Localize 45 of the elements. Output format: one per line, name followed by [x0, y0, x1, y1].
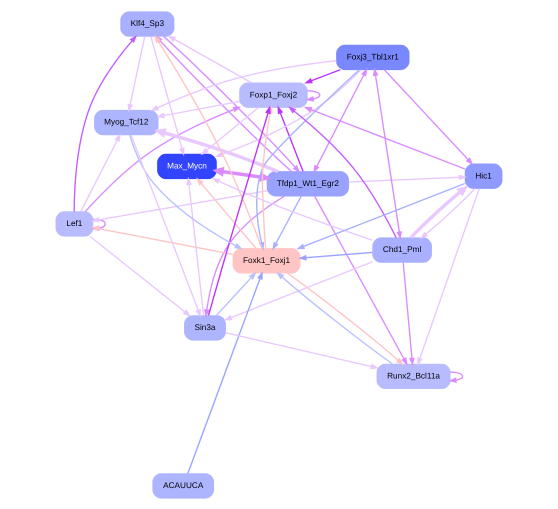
arrow [276, 271, 393, 364]
arrow [278, 105, 304, 172]
arrow [90, 235, 192, 316]
arrow [127, 36, 146, 112]
arrow [212, 166, 272, 182]
arrow [216, 271, 256, 316]
arrow [154, 128, 278, 173]
arrow [224, 260, 373, 320]
arrow [90, 190, 268, 222]
arrow [306, 90, 320, 102]
arrow [204, 195, 285, 318]
arrow [84, 106, 242, 212]
arrow [384, 68, 474, 165]
arrow [156, 100, 240, 118]
arrow [80, 132, 121, 212]
arrow [196, 176, 257, 248]
arrow [167, 34, 252, 83]
arrow [208, 105, 271, 316]
arrow [150, 60, 337, 111]
arrow [225, 332, 379, 369]
arrow [130, 134, 201, 317]
arrow [296, 182, 466, 249]
arrow [304, 106, 466, 170]
arrow [74, 34, 138, 212]
arrow [200, 106, 259, 155]
arrow [420, 188, 476, 239]
arrow [348, 174, 467, 182]
arrow [150, 36, 185, 156]
arrow [372, 67, 402, 240]
arrow [288, 106, 397, 238]
arrow [214, 68, 362, 157]
arrow [212, 178, 373, 240]
arrow [186, 176, 204, 316]
arrow [448, 370, 464, 382]
arrow [410, 184, 468, 238]
arrow [402, 262, 415, 366]
arrow [129, 134, 243, 249]
arrow [287, 272, 404, 365]
arrow [272, 195, 302, 250]
arrow [304, 68, 341, 83]
arrow [417, 188, 480, 366]
arrow [298, 251, 372, 260]
arrow [313, 67, 368, 173]
arrow [187, 270, 263, 474]
arrow [314, 195, 408, 366]
